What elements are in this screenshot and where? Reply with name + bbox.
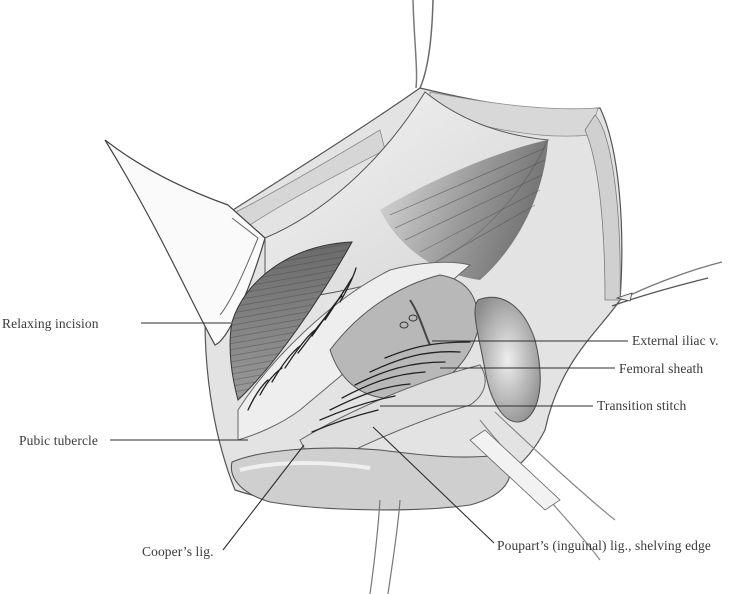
inguinal-shelf (230, 364, 511, 511)
label-coopers-lig: Cooper’s lig. (142, 544, 214, 559)
leader-coopers-lig (222, 444, 305, 551)
label-pouparts-lig: Poupart’s (inguinal) lig., shelving edge (497, 538, 711, 553)
top-retractor (412, 0, 434, 89)
label-transition-stitch: Transition stitch (597, 398, 687, 413)
label-relaxing-incision: Relaxing incision (2, 316, 99, 331)
lower-retractors (369, 411, 616, 594)
label-pubic-tubercle: Pubic tubercle (19, 433, 98, 448)
spermatic-cord (474, 296, 541, 423)
relaxing-incision-opening (229, 241, 353, 401)
right-retractor (611, 261, 723, 307)
sutures (247, 267, 471, 433)
leader-pouparts-lig (372, 426, 495, 544)
label-external-iliac-v: External iliac v. (632, 333, 719, 348)
label-femoral-sheath: Femoral sheath (619, 361, 704, 376)
leader-lines (110, 322, 628, 551)
